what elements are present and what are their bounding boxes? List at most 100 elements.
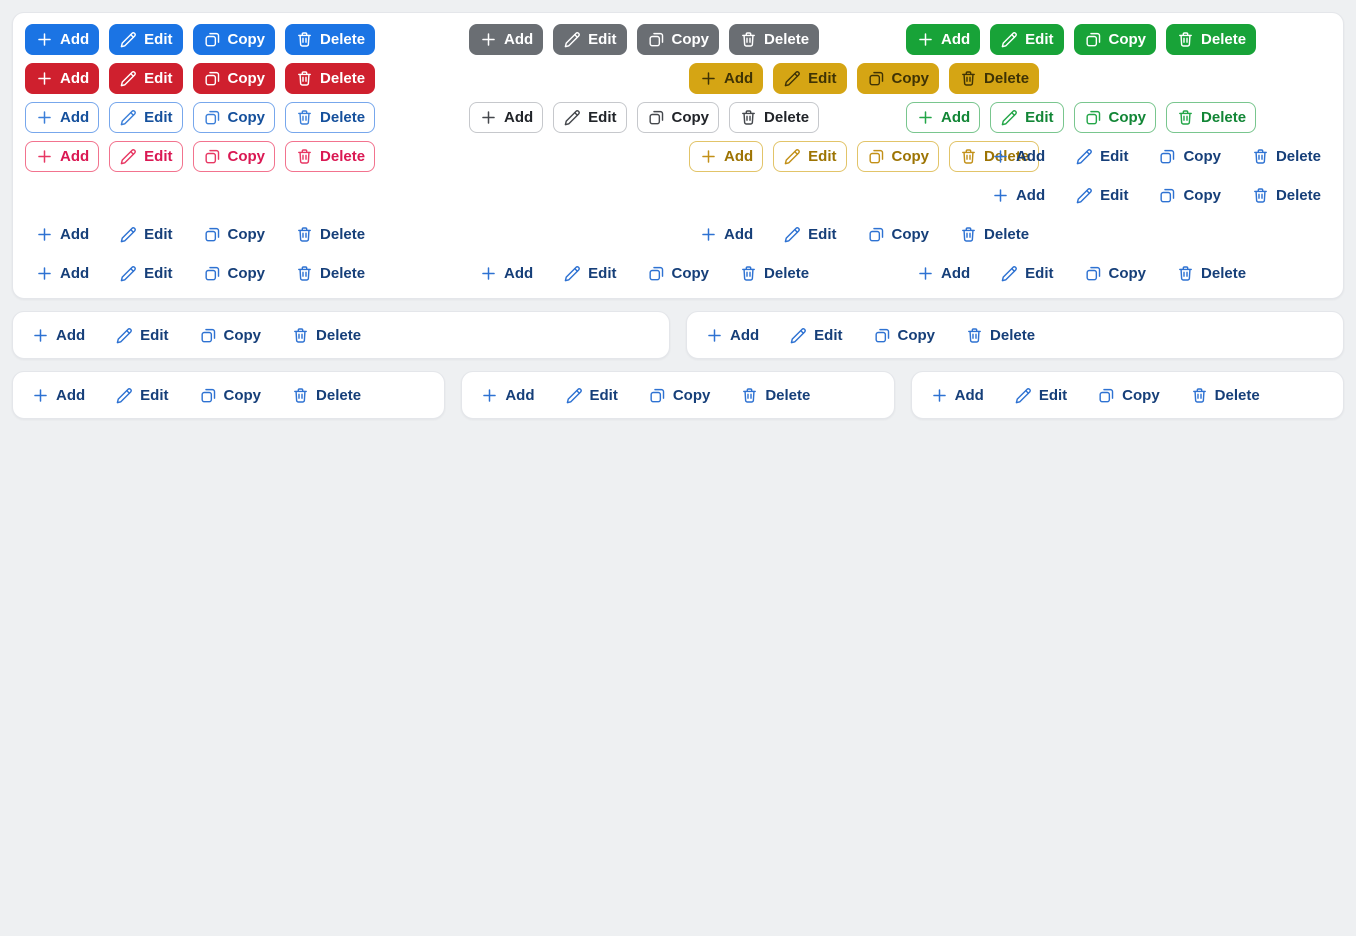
delete-button[interactable]: Delete: [955, 320, 1045, 351]
delete-button[interactable]: Delete: [285, 258, 375, 289]
add-button[interactable]: Add: [25, 141, 100, 172]
pencil-icon: [563, 30, 582, 49]
plus-icon: [35, 264, 54, 283]
copy-button[interactable]: Copy: [856, 63, 940, 94]
edit-button[interactable]: Edit: [109, 258, 182, 289]
add-button[interactable]: Add: [906, 102, 981, 133]
copy-button[interactable]: Copy: [856, 141, 940, 172]
copy-button[interactable]: Copy: [193, 219, 276, 250]
add-button[interactable]: Add: [906, 258, 980, 289]
copy-button[interactable]: Copy: [1148, 141, 1231, 172]
blue-text-button-group: Add Edit Copy Delete: [906, 258, 1256, 289]
copy-button[interactable]: Copy: [637, 258, 720, 289]
copy-button[interactable]: Copy: [636, 24, 720, 55]
edit-button[interactable]: Edit: [1065, 141, 1138, 172]
copy-icon: [648, 386, 667, 405]
button-label: Delete: [1201, 109, 1247, 126]
plus-icon: [916, 30, 935, 49]
delete-button[interactable]: Delete: [285, 141, 376, 172]
blue-text-button-group: Add Edit Copy Delete: [25, 258, 375, 289]
copy-button[interactable]: Copy: [863, 320, 946, 351]
add-button[interactable]: Add: [25, 24, 100, 55]
plus-icon: [35, 147, 54, 166]
copy-button[interactable]: Copy: [1148, 180, 1231, 211]
copy-button[interactable]: Copy: [1073, 102, 1157, 133]
copy-button[interactable]: Copy: [192, 141, 276, 172]
delete-button[interactable]: Delete: [729, 102, 820, 133]
delete-button[interactable]: Delete: [949, 141, 1040, 172]
delete-button[interactable]: Delete: [285, 24, 376, 55]
add-button[interactable]: Add: [469, 102, 544, 133]
add-button[interactable]: Add: [25, 102, 100, 133]
edit-button[interactable]: Edit: [105, 320, 178, 351]
delete-button[interactable]: Delete: [285, 219, 375, 250]
add-button[interactable]: Add: [689, 219, 763, 250]
edit-button[interactable]: Edit: [105, 380, 178, 411]
add-button[interactable]: Add: [981, 180, 1055, 211]
edit-button[interactable]: Edit: [109, 141, 183, 172]
delete-button[interactable]: Delete: [1241, 141, 1331, 172]
edit-button[interactable]: Edit: [779, 320, 852, 351]
edit-button[interactable]: Edit: [990, 24, 1064, 55]
edit-button[interactable]: Edit: [1004, 380, 1077, 411]
add-button[interactable]: Add: [906, 24, 981, 55]
edit-button[interactable]: Edit: [109, 63, 183, 94]
delete-button[interactable]: Delete: [281, 380, 371, 411]
delete-button[interactable]: Delete: [1180, 380, 1270, 411]
delete-button[interactable]: Delete: [281, 320, 371, 351]
copy-button[interactable]: Copy: [1087, 380, 1170, 411]
add-button[interactable]: Add: [689, 63, 764, 94]
delete-button[interactable]: Delete: [1166, 102, 1257, 133]
copy-button[interactable]: Copy: [636, 102, 720, 133]
button-label: Edit: [808, 70, 837, 87]
edit-button[interactable]: Edit: [773, 219, 846, 250]
delete-button[interactable]: Delete: [949, 63, 1040, 94]
delete-button[interactable]: Delete: [729, 24, 820, 55]
edit-button[interactable]: Edit: [990, 258, 1063, 289]
edit-button[interactable]: Edit: [555, 380, 628, 411]
delete-button[interactable]: Delete: [1166, 258, 1256, 289]
delete-button[interactable]: Delete: [949, 219, 1039, 250]
add-button[interactable]: Add: [21, 380, 95, 411]
delete-button[interactable]: Delete: [729, 258, 819, 289]
add-button[interactable]: Add: [920, 380, 994, 411]
trash-icon: [1176, 108, 1195, 127]
add-button[interactable]: Add: [21, 320, 95, 351]
copy-button[interactable]: Copy: [638, 380, 721, 411]
copy-button[interactable]: Copy: [189, 320, 272, 351]
add-button[interactable]: Add: [981, 141, 1055, 172]
copy-button[interactable]: Copy: [189, 380, 272, 411]
add-button[interactable]: Add: [689, 141, 764, 172]
edit-button[interactable]: Edit: [553, 102, 627, 133]
copy-button[interactable]: Copy: [192, 63, 276, 94]
add-button[interactable]: Add: [25, 63, 100, 94]
delete-button[interactable]: Delete: [730, 380, 820, 411]
edit-button[interactable]: Edit: [109, 24, 183, 55]
edit-button[interactable]: Edit: [553, 258, 626, 289]
copy-button[interactable]: Copy: [192, 102, 276, 133]
delete-button[interactable]: Delete: [1241, 180, 1331, 211]
edit-button[interactable]: Edit: [773, 63, 847, 94]
edit-button[interactable]: Edit: [990, 102, 1064, 133]
copy-button[interactable]: Copy: [192, 24, 276, 55]
delete-button[interactable]: Delete: [285, 102, 376, 133]
add-button[interactable]: Add: [25, 258, 99, 289]
copy-button[interactable]: Copy: [857, 219, 940, 250]
add-button[interactable]: Add: [25, 219, 99, 250]
add-button[interactable]: Add: [695, 320, 769, 351]
edit-button[interactable]: Edit: [1065, 180, 1138, 211]
trash-icon: [291, 386, 310, 405]
delete-button[interactable]: Delete: [285, 63, 376, 94]
edit-button[interactable]: Edit: [109, 219, 182, 250]
add-button[interactable]: Add: [470, 380, 544, 411]
edit-button[interactable]: Edit: [553, 24, 627, 55]
copy-button[interactable]: Copy: [1074, 258, 1157, 289]
add-button[interactable]: Add: [469, 24, 544, 55]
edit-button[interactable]: Edit: [773, 141, 847, 172]
copy-button[interactable]: Copy: [193, 258, 276, 289]
add-button[interactable]: Add: [469, 258, 543, 289]
edit-button[interactable]: Edit: [109, 102, 183, 133]
copy-button[interactable]: Copy: [1073, 24, 1157, 55]
delete-button[interactable]: Delete: [1166, 24, 1257, 55]
pencil-icon: [119, 147, 138, 166]
